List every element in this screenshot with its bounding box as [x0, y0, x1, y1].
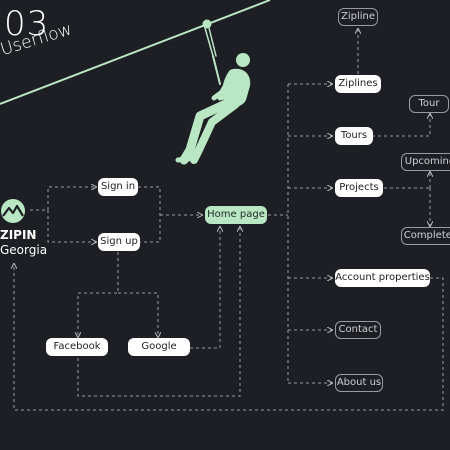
brand-subtitle: Georgia	[0, 243, 48, 257]
node-home-page[interactable]: Home page	[205, 206, 267, 224]
connector-signup-social	[78, 252, 119, 337]
node-contact[interactable]: Contact	[335, 321, 381, 339]
node-upcoming[interactable]: Upcoming	[401, 153, 450, 171]
node-sign-up[interactable]: Sign up	[98, 233, 140, 251]
node-facebook[interactable]: Facebook	[46, 338, 108, 356]
node-account-properties[interactable]: Account properties	[335, 269, 430, 287]
zipline-cable	[0, 0, 271, 105]
node-tour[interactable]: Tour	[409, 95, 449, 113]
node-completed[interactable]: Completed	[401, 227, 450, 245]
zipin-logo-icon	[1, 199, 25, 223]
node-tours[interactable]: Tours	[335, 127, 373, 145]
node-projects[interactable]: Projects	[335, 179, 383, 197]
node-ziplines[interactable]: Ziplines	[335, 75, 381, 93]
section-number: 03	[4, 4, 50, 44]
zipliner-illustration	[175, 19, 251, 165]
connector-logo-signup	[47, 210, 96, 242]
connector-tours-tour	[372, 114, 430, 137]
connector-logo-signin	[30, 187, 96, 211]
connector-signin-home	[138, 186, 161, 243]
node-zipline[interactable]: Zipline	[338, 8, 378, 26]
brand-name: ZIPIN	[0, 228, 37, 242]
connector-account-logo	[14, 264, 444, 411]
node-about-us[interactable]: About us	[335, 374, 383, 392]
connector-google-home	[190, 227, 220, 349]
node-google[interactable]: Google	[128, 338, 190, 356]
connector-signup-google	[118, 292, 158, 337]
connector-facebook-home	[77, 227, 240, 397]
node-sign-in[interactable]: Sign in	[98, 178, 138, 196]
